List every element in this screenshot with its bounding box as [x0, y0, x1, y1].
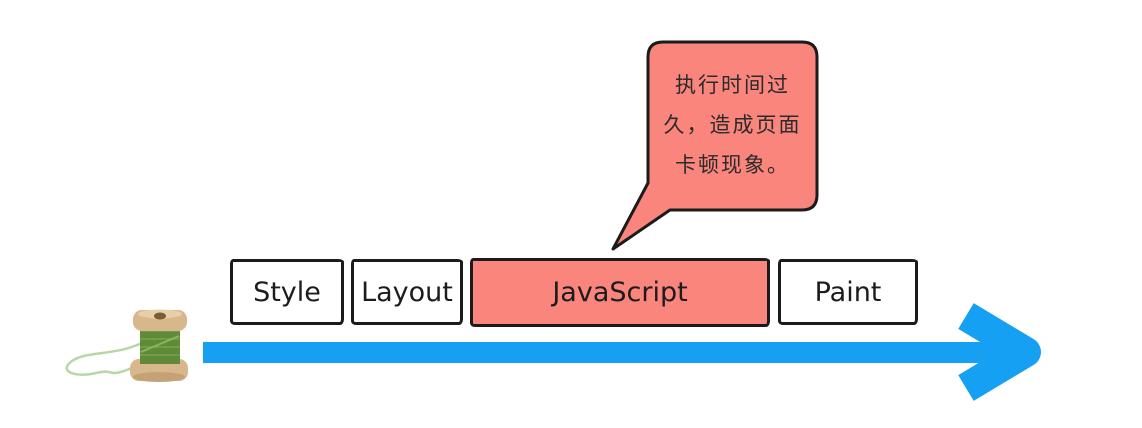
arrow-shaft [203, 342, 1005, 363]
box-label: Paint [814, 276, 882, 308]
arrow-head [958, 303, 1041, 401]
thread-spool-icon [65, 309, 188, 382]
pipeline-box-layout: Layout [351, 259, 463, 325]
speech-bubble-shape [611, 40, 819, 251]
callout-line: 执行时间过 [675, 73, 790, 97]
timeline-arrow-icon [203, 303, 1041, 401]
callout-line: 卡顿现象。 [675, 153, 790, 177]
box-label: Style [253, 276, 321, 308]
box-label: JavaScript [552, 277, 688, 308]
callout-line: 久，造成页面 [663, 113, 802, 137]
pipeline-box-style: Style [230, 259, 344, 325]
spool-hole [154, 312, 166, 320]
loose-thread [65, 339, 147, 376]
spool-bottom-shade [133, 372, 185, 382]
pipeline-box-javascript: JavaScript [470, 258, 770, 327]
pipeline-box-paint: Paint [778, 259, 918, 325]
callout-text: 执行时间过 久，造成页面 卡顿现象。 [648, 44, 817, 206]
box-label: Layout [361, 276, 453, 308]
thread-cross [140, 335, 180, 353]
